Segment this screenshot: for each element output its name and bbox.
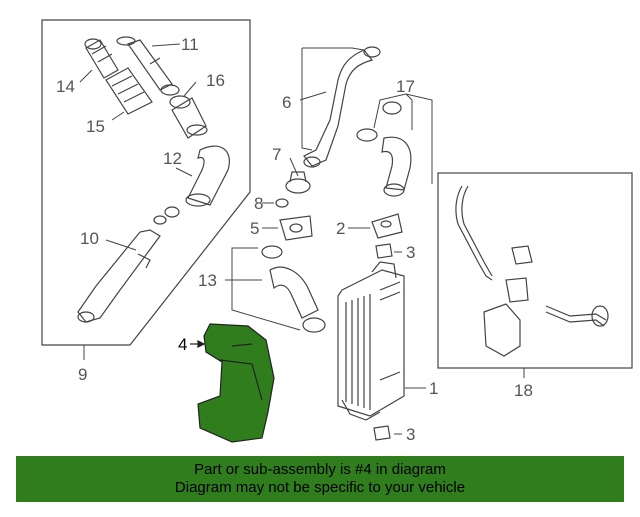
- coupler-part-14: [84, 38, 119, 79]
- tube-part-16: [160, 84, 208, 139]
- callout-4: 4: [178, 335, 187, 354]
- callout-3-top: 3: [406, 243, 415, 262]
- hose-part-12: [153, 145, 230, 225]
- oring-part-8: [275, 198, 289, 208]
- group-18-frame: [437, 172, 633, 369]
- callout-18: 18: [514, 381, 533, 400]
- callout-13: 13: [198, 271, 217, 290]
- leader-lines: [79, 43, 525, 435]
- callout-14: 14: [56, 77, 75, 96]
- valve-part-7: [285, 171, 311, 194]
- coupler-part-15: [105, 67, 153, 115]
- hose-part-11: [116, 36, 173, 91]
- intercooler-part-1: [337, 261, 405, 421]
- hose-part-17: [356, 101, 412, 197]
- grommet-part-3-top: [375, 243, 393, 259]
- callout-5: 5: [250, 219, 259, 238]
- banner-line-disclaimer: Diagram may not be specific to your vehi…: [174, 479, 466, 496]
- hose-part-6: [303, 46, 381, 168]
- callout-9: 9: [78, 365, 87, 384]
- callout-8: 8: [254, 194, 263, 213]
- callout-12: 12: [163, 149, 182, 168]
- callout-17: 17: [396, 77, 415, 96]
- info-banner: Part or sub-assembly is #4 in diagram Di…: [16, 456, 624, 502]
- callout-2: 2: [336, 219, 345, 238]
- sensor-part-2: [371, 213, 403, 239]
- callout-16: 16: [206, 71, 225, 90]
- callout-3-bottom: 3: [406, 425, 415, 444]
- callout-6: 6: [282, 93, 291, 112]
- hose-part-13: [261, 245, 326, 333]
- banner-line-part-number: Part or sub-assembly is #4 in diagram: [194, 461, 446, 478]
- callout-10: 10: [80, 229, 99, 248]
- callout-15: 15: [86, 117, 105, 136]
- valve-part-5: [279, 215, 313, 241]
- callout-11: 11: [181, 35, 199, 54]
- group-9-frame: [41, 19, 251, 346]
- assembly-part-18: [455, 185, 609, 357]
- pipe-part-10: [77, 229, 161, 323]
- callout-1: 1: [429, 379, 438, 398]
- air-duct-part-4-highlighted[interactable]: [190, 323, 275, 443]
- grommet-part-3-bottom: [373, 425, 391, 441]
- callout-7: 7: [272, 145, 281, 164]
- callout-labels: 11 14 16 15 12 10 9 6 17 7 8 5 2 3 13 1 …: [56, 35, 533, 444]
